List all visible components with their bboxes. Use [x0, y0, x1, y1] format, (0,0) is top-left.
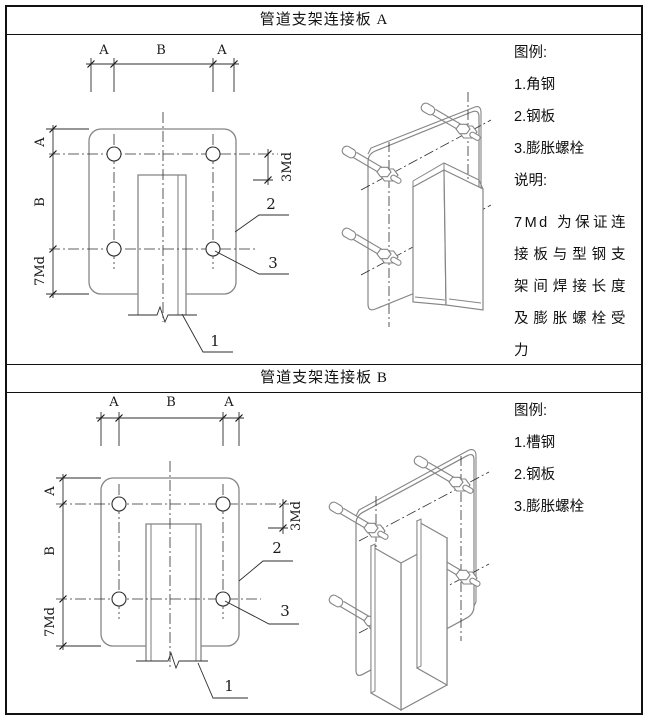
expansion-bolt [328, 501, 389, 540]
angle-steel-front [137, 174, 187, 315]
panel-b-legend: 图例: 1.槽钢 2.钢板 3.膨胀螺栓 [514, 395, 640, 523]
legend-item-3: 3.膨胀螺栓 [514, 499, 585, 515]
plate-front-view-a [46, 58, 289, 353]
dim-label-3md: 3Md [280, 152, 295, 182]
expansion-bolt [413, 455, 474, 494]
dim-label-b: B [156, 43, 166, 58]
dim-label-left-a: A [33, 137, 48, 147]
iso-angle-steel [412, 162, 484, 311]
dim-label-a1: A [99, 43, 109, 58]
panel-b-content: A B A A B 7Md 3Md 1 2 3 图例: 1.槽钢 2.钢板 3.… [7, 393, 641, 713]
centerlines [49, 112, 278, 322]
iso-plate-thickness [355, 449, 477, 607]
panel-a-legend: 图例: 1.角钢 2.钢板 3.膨胀螺栓 说明: 7Md 为保证连接板与型钢支架… [514, 37, 640, 364]
dim-label-a1: A [109, 395, 119, 410]
dim-label-left-b: B [33, 197, 48, 207]
leader-number-3: 3 [280, 602, 290, 620]
expansion-bolt [420, 102, 481, 141]
iso-channel-steel [370, 518, 448, 712]
iso-view-a [341, 92, 492, 327]
iso-view-b [328, 449, 490, 712]
dim-label-3md: 3Md [289, 501, 304, 531]
leader-lines [181, 214, 289, 353]
bolt-holes [111, 496, 231, 607]
dimension-ticks [59, 414, 287, 650]
leader-number-1: 1 [224, 677, 234, 695]
dim-label-a2: A [224, 395, 234, 410]
legend-item-2: 2.钢板 [514, 109, 556, 125]
panel-a-drawing [46, 58, 492, 353]
legend-title: 图例: [514, 403, 548, 419]
leader-number-2: 2 [266, 195, 276, 213]
panel-b-drawing [56, 412, 490, 712]
break-line [128, 305, 197, 324]
dim-label-b: B [166, 395, 176, 410]
dim-label-left-a: A [43, 486, 58, 496]
leader-lines [197, 560, 299, 699]
sheet-border: 管道支架连接板 A [5, 5, 643, 715]
legend-item-1: 1.槽钢 [514, 435, 556, 451]
break-line [136, 651, 208, 670]
dim-label-left-7md: 7Md [33, 256, 48, 286]
dimension-ticks [49, 60, 272, 298]
bolt-holes [106, 146, 221, 257]
dim-label-left-b: B [43, 546, 58, 556]
plate-front-view-b [56, 412, 299, 699]
centerlines [56, 461, 289, 669]
legend-item-2: 2.钢板 [514, 467, 556, 483]
leader-number-2: 2 [272, 539, 282, 557]
channel-steel-front [145, 523, 202, 661]
leader-number-3: 3 [268, 254, 278, 272]
leader-number-1: 1 [210, 332, 220, 350]
panel-a-title: 管道支架连接板 A [7, 7, 641, 35]
panel-a-content: A B A A B 7Md 3Md 1 2 3 图例: 1.角钢 2.钢板 3.… [7, 35, 641, 364]
expansion-bolt [341, 145, 402, 184]
iso-centerlines [360, 92, 492, 327]
dim-label-left-7md: 7Md [43, 607, 58, 637]
note-title: 说明: [514, 173, 548, 189]
legend-title: 图例: [514, 45, 548, 61]
expansion-bolt [341, 227, 402, 266]
dim-label-a2: A [217, 43, 227, 58]
panel-b-title: 管道支架连接板 B [7, 364, 641, 393]
note-body: 7Md 为保证连接板与型钢支架间焊接长度及膨胀螺栓受力 [514, 215, 628, 359]
legend-item-1: 1.角钢 [514, 77, 556, 93]
legend-item-3: 3.膨胀螺栓 [514, 141, 585, 157]
iso-plate-thickness [367, 106, 482, 260]
